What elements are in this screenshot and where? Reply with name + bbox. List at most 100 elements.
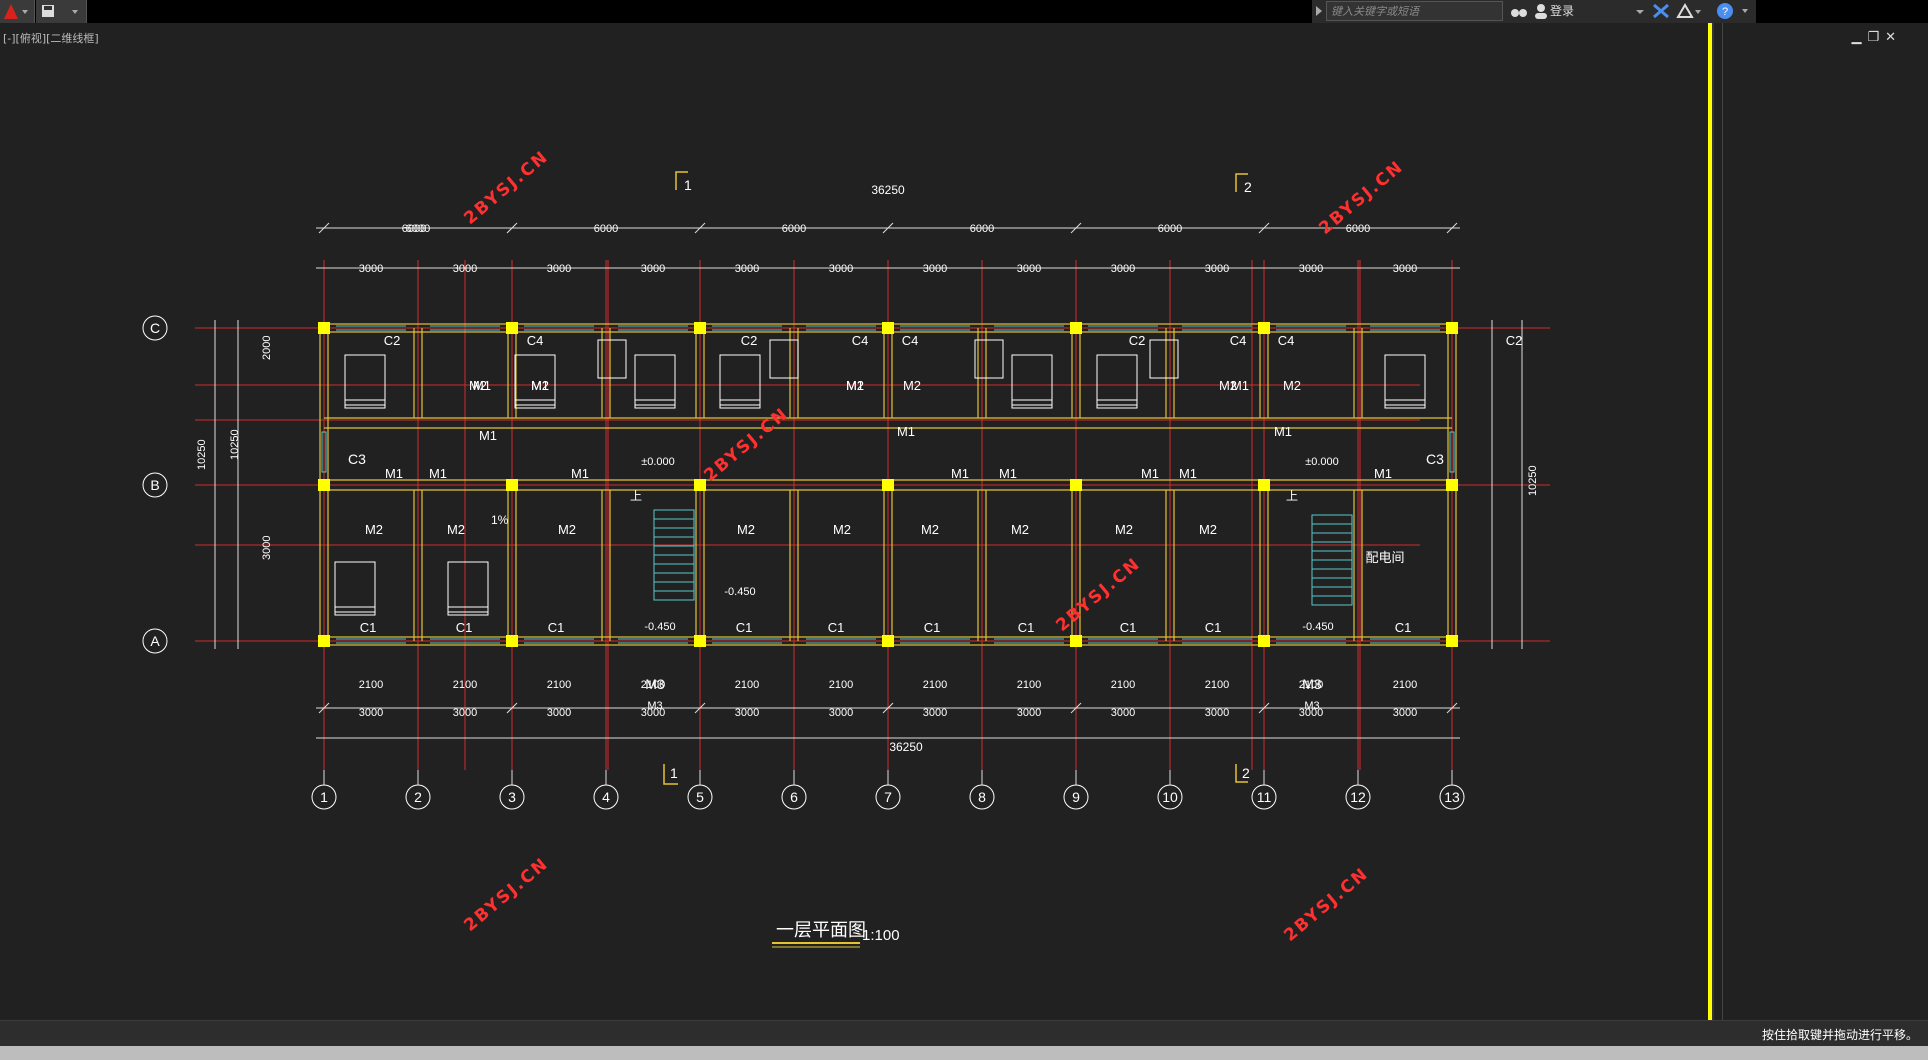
depth-dim: 10250 <box>229 429 241 460</box>
bed-pillow <box>334 606 376 616</box>
door-label: M1 <box>1231 378 1249 393</box>
restore-icon[interactable]: ❐ <box>1867 30 1886 45</box>
window-label: C4 <box>1230 333 1247 348</box>
bay-dim: 6000 <box>406 223 430 235</box>
door-label: M2 <box>1283 378 1301 393</box>
structural-column <box>318 479 330 491</box>
close-icon[interactable]: ✕ <box>1885 30 1902 45</box>
status-bar: 按住拾取键并拖动进行平移。 <box>0 1020 1928 1047</box>
grid-label: A <box>150 633 160 649</box>
opening-dim: 2100 <box>453 679 477 691</box>
structural-column <box>1258 322 1270 334</box>
opening-dim: 3000 <box>1299 707 1323 719</box>
bed <box>634 354 676 406</box>
bay-dim: 6000 <box>1158 223 1182 235</box>
watermark: 2BYSJ.CN <box>1280 864 1372 946</box>
bed-pillow <box>1384 399 1426 409</box>
door-label: M3 <box>1304 700 1319 712</box>
structural-column <box>506 322 518 334</box>
structural-column <box>1070 635 1082 647</box>
structural-column <box>1258 635 1270 647</box>
dimension-tick <box>1070 222 1082 234</box>
grid-bubble <box>969 784 995 810</box>
dimension-tick <box>1258 222 1270 234</box>
binoculars-icon[interactable] <box>1510 3 1528 19</box>
level-label: ±0.000 <box>1305 456 1339 468</box>
bed-pillow <box>1011 399 1053 409</box>
dimension-tick <box>318 702 330 714</box>
grid-label: 4 <box>602 789 610 805</box>
structural-column <box>1070 322 1082 334</box>
grid-label: 9 <box>1072 789 1080 805</box>
bed-pillow <box>634 399 676 409</box>
opening-dim: 2100 <box>735 679 759 691</box>
window-label: C4 <box>902 333 919 348</box>
door-label: M1 <box>1374 466 1392 481</box>
dimension-tick <box>1070 702 1082 714</box>
watermark: 2BYSJ.CN <box>700 404 792 486</box>
opening-dim: 2100 <box>641 679 665 691</box>
viewport-label[interactable]: [-][俯视][二维线框] <box>3 32 99 45</box>
app-menu-button[interactable] <box>0 0 35 23</box>
door-label: M2 <box>1115 522 1133 537</box>
door-label: M2 <box>833 522 851 537</box>
wardrobe <box>769 339 799 379</box>
autodesk-a360-icon[interactable] <box>1676 3 1702 19</box>
chevron-down-icon[interactable] <box>1636 8 1644 16</box>
bay-dim: 6000 <box>402 223 426 235</box>
search-input[interactable]: 键入关键字或短语 <box>1326 1 1503 21</box>
bed-pillow <box>344 399 386 409</box>
minimize-icon[interactable]: ▁ <box>1851 30 1868 45</box>
bay-dim: 6000 <box>782 223 806 235</box>
section-label: 2 <box>1242 765 1250 781</box>
bed <box>344 354 386 406</box>
opening-dim: 3000 <box>547 707 571 719</box>
structural-column <box>882 635 894 647</box>
structural-column <box>694 322 706 334</box>
help-icon[interactable]: ? <box>1716 2 1754 20</box>
slope-label: 1% <box>491 513 509 527</box>
room-label-distribution: 配电间 <box>1365 550 1404 565</box>
user-icon <box>1535 4 1547 19</box>
opening-dim: 3000 <box>829 263 853 275</box>
door-label: M1 <box>897 424 915 439</box>
grid-bubble <box>142 628 168 654</box>
grid-label: 11 <box>1257 789 1272 805</box>
bay-dim: 6000 <box>970 223 994 235</box>
login-button[interactable]: 登录 <box>1550 4 1575 18</box>
window-label: C1 <box>548 620 565 635</box>
grid-bubble <box>499 784 525 810</box>
opening-dim: 2100 <box>1393 679 1417 691</box>
opening-dim: 3000 <box>735 707 759 719</box>
door-label: M2 <box>447 522 465 537</box>
dimension-tick <box>1258 702 1270 714</box>
opening-dim: 3000 <box>1017 707 1041 719</box>
bed-pillow <box>1096 399 1138 409</box>
stair-label: 上 <box>630 489 642 503</box>
window-label: C4 <box>527 333 544 348</box>
structural-column <box>1258 479 1270 491</box>
quick-access-toolbar[interactable] <box>36 0 87 23</box>
stair-flight <box>1311 514 1353 606</box>
opening-dim: 2100 <box>1299 679 1323 691</box>
bed <box>1384 354 1426 406</box>
level-label: -0.450 <box>724 586 755 598</box>
expand-arrow-icon[interactable] <box>1314 4 1324 18</box>
opening-dim: 3000 <box>641 707 665 719</box>
bay-dim: 6000 <box>594 223 618 235</box>
bed-pillow <box>514 399 556 409</box>
opening-dim: 3000 <box>1299 263 1323 275</box>
door-label: M1 <box>571 466 589 481</box>
opening-dim: 3000 <box>735 263 759 275</box>
door-label: M1 <box>473 378 491 393</box>
opening-dim: 3000 <box>923 263 947 275</box>
opening-dim: 2100 <box>1111 679 1135 691</box>
total-width-dim: 36250 <box>871 183 905 197</box>
grid-bubble <box>1157 784 1183 810</box>
bed <box>334 561 376 613</box>
bed <box>1011 354 1053 406</box>
door-label: M1 <box>1141 466 1159 481</box>
opening-dim: 2100 <box>1205 679 1229 691</box>
exchange-icon[interactable] <box>1652 3 1670 19</box>
